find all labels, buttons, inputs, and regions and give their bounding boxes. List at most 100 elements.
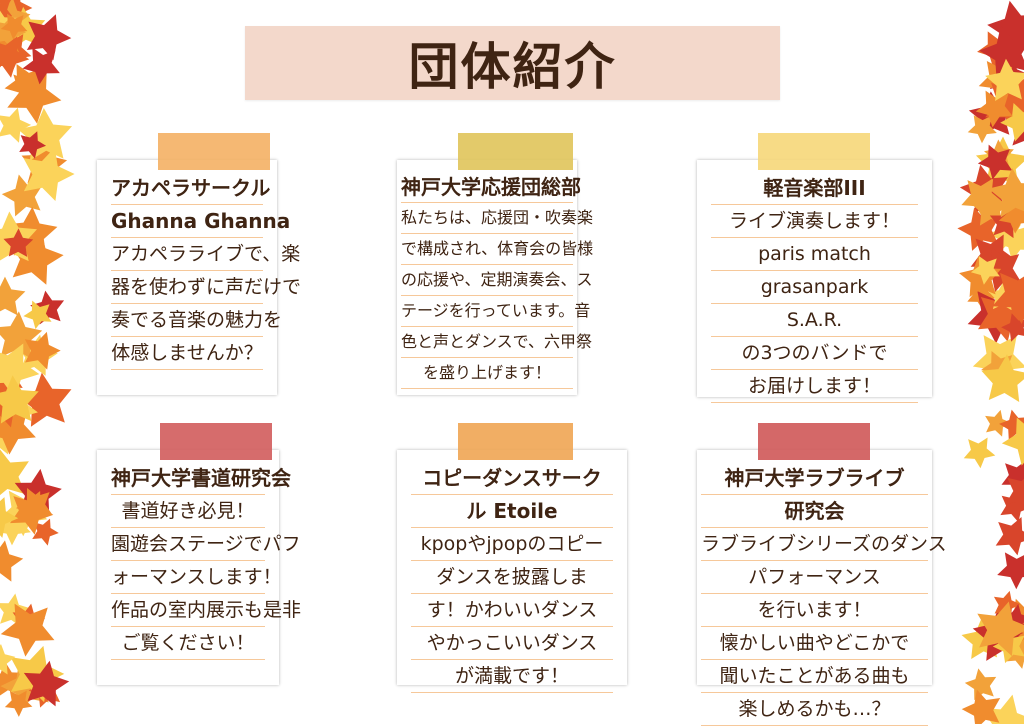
autumn-leaves-right-border: [957, 0, 1024, 724]
maple-leaf-icon: [994, 220, 1024, 261]
club-description-line: 私たちは、応援団・吹奏楽: [401, 203, 593, 234]
maple-leaf-icon: [961, 178, 1003, 219]
maple-leaf-icon: [992, 269, 1024, 324]
maple-leaf-icon: [963, 437, 996, 469]
club-description-line: S.A.R.: [711, 304, 918, 337]
club-name: 神戸大学応援団総部: [401, 172, 581, 203]
maple-leaf-icon: [959, 255, 1002, 298]
club-description-line: 体感しませんか？: [111, 337, 263, 370]
club-description-line: お届けします！: [711, 370, 918, 403]
maple-leaf-icon: [1000, 102, 1024, 142]
maple-leaf-icon: [23, 660, 70, 707]
club-description-line: を盛り上げます！: [401, 358, 573, 389]
maple-leaf-icon: [9, 229, 64, 285]
club-description-line: 懐かしい曲やどこかで: [701, 627, 928, 660]
maple-leaf-icon: [4, 690, 33, 717]
tape-decoration: [458, 423, 573, 460]
club-name: 研究会: [701, 495, 928, 528]
club-description-line: の3つのバンドで: [711, 337, 918, 370]
maple-leaf-icon: [975, 90, 1013, 128]
maple-leaf-icon: [985, 58, 1024, 101]
maple-leaf-icon: [0, 311, 43, 359]
club-description-line: 書道好き必見！: [111, 495, 265, 528]
maple-leaf-icon: [0, 276, 26, 316]
maple-leaf-icon: [0, 343, 40, 399]
maple-leaf-icon: [32, 518, 59, 546]
autumn-leaves-left-border: [0, 0, 75, 717]
tape-decoration: [758, 133, 870, 170]
maple-leaf-icon: [989, 205, 1023, 239]
club-description-line: paris match: [711, 238, 918, 271]
club-description-line: 聞いたことがある曲も: [701, 660, 928, 693]
tape-decoration: [160, 423, 272, 460]
maple-leaf-icon: [19, 131, 47, 159]
tape-decoration: [758, 423, 870, 460]
club-description-line: す！かわいいダンス: [411, 594, 613, 627]
club-description-line: 作品の室内展示も是非: [111, 594, 301, 627]
page-title: 団体紹介: [408, 38, 617, 96]
maple-leaf-icon: [977, 289, 1024, 342]
maple-leaf-icon: [0, 447, 29, 501]
maple-leaf-icon: [967, 115, 997, 144]
title-banner: 団体紹介: [245, 26, 780, 100]
club-description-line: kpopやjpopのコピー: [411, 528, 613, 561]
club-name: アカペラサークル: [111, 172, 270, 205]
club-description-line: 色と声とダンスで、六甲祭: [401, 327, 592, 358]
maple-leaf-icon: [1001, 460, 1024, 495]
club-description-line: ライブ演奏します！: [711, 205, 918, 238]
club-description-line: の応援や、定期演奏会、ス: [401, 265, 593, 296]
club-description-line: 奏でる音楽の魅力を: [111, 304, 282, 337]
club-card: 神戸大学ラブライブ研究会ラブライブシリーズのダンスパフォーマンスを行います！懐か…: [697, 450, 947, 726]
club-name: 軽音楽部III: [711, 172, 918, 205]
club-name: 神戸大学ラブライブ: [701, 462, 928, 495]
club-name: ル Etoile: [411, 495, 613, 528]
club-name: 神戸大学書道研究会: [111, 462, 291, 495]
maple-leaf-icon: [985, 409, 1012, 437]
maple-leaf-icon: [1000, 491, 1024, 523]
maple-leaf-icon: [0, 375, 39, 424]
club-card: 神戸大学応援団総部私たちは、応援団・吹奏楽で構成され、体育会の皆様の応援や、定期…: [397, 160, 593, 395]
maple-leaf-icon: [0, 603, 55, 657]
club-description-line: ダンスを披露しま: [411, 561, 613, 594]
maple-leaf-icon: [17, 108, 73, 161]
maple-leaf-icon: [0, 36, 30, 78]
maple-leaf-icon: [3, 228, 34, 257]
maple-leaf-icon: [988, 167, 1024, 218]
maple-leaf-icon: [970, 255, 1000, 285]
maple-leaf-icon: [0, 0, 13, 25]
club-description-line: パフォーマンス: [701, 561, 928, 594]
club-description-line: で構成され、体育会の皆様: [401, 234, 593, 265]
club-description-line: テージを行っています。音: [401, 296, 590, 327]
maple-leaf-icon: [16, 372, 72, 427]
maple-leaf-icon: [1005, 471, 1024, 513]
maple-leaf-icon: [977, 601, 1024, 657]
club-description-line: 器を使わずに声だけで: [111, 271, 301, 304]
club-name: コピーダンスサーク: [411, 462, 613, 495]
maple-leaf-icon: [981, 694, 1024, 724]
tape-decoration: [158, 133, 270, 170]
maple-leaf-icon: [979, 25, 1024, 80]
maple-leaf-icon: [22, 47, 60, 85]
club-description-line: 園遊会ステージでパフ: [111, 528, 301, 561]
maple-leaf-icon: [0, 593, 31, 627]
maple-leaf-icon: [0, 423, 18, 455]
maple-leaf-icon: [981, 354, 1024, 403]
maple-leaf-icon: [26, 14, 72, 61]
maple-leaf-icon: [995, 517, 1024, 556]
club-description-line: が満載です！: [411, 660, 613, 693]
club-description-line: ラブライブシリーズのダンス: [701, 528, 947, 561]
club-description-line: を行います！: [701, 594, 928, 627]
club-description-line: 楽しめるかも…？: [701, 693, 928, 726]
maple-leaf-icon: [998, 201, 1024, 234]
club-description-line: アカペラライブで、楽: [111, 238, 300, 271]
club-description-line: ォーマンスします！: [111, 561, 282, 594]
club-name: Ghanna Ghanna: [111, 205, 290, 238]
maple-leaf-icon: [964, 668, 997, 701]
maple-leaf-icon: [23, 300, 52, 330]
tape-decoration: [458, 133, 573, 170]
club-description-line: やかっこいいダンス: [411, 627, 613, 660]
maple-leaf-icon: [0, 107, 32, 143]
